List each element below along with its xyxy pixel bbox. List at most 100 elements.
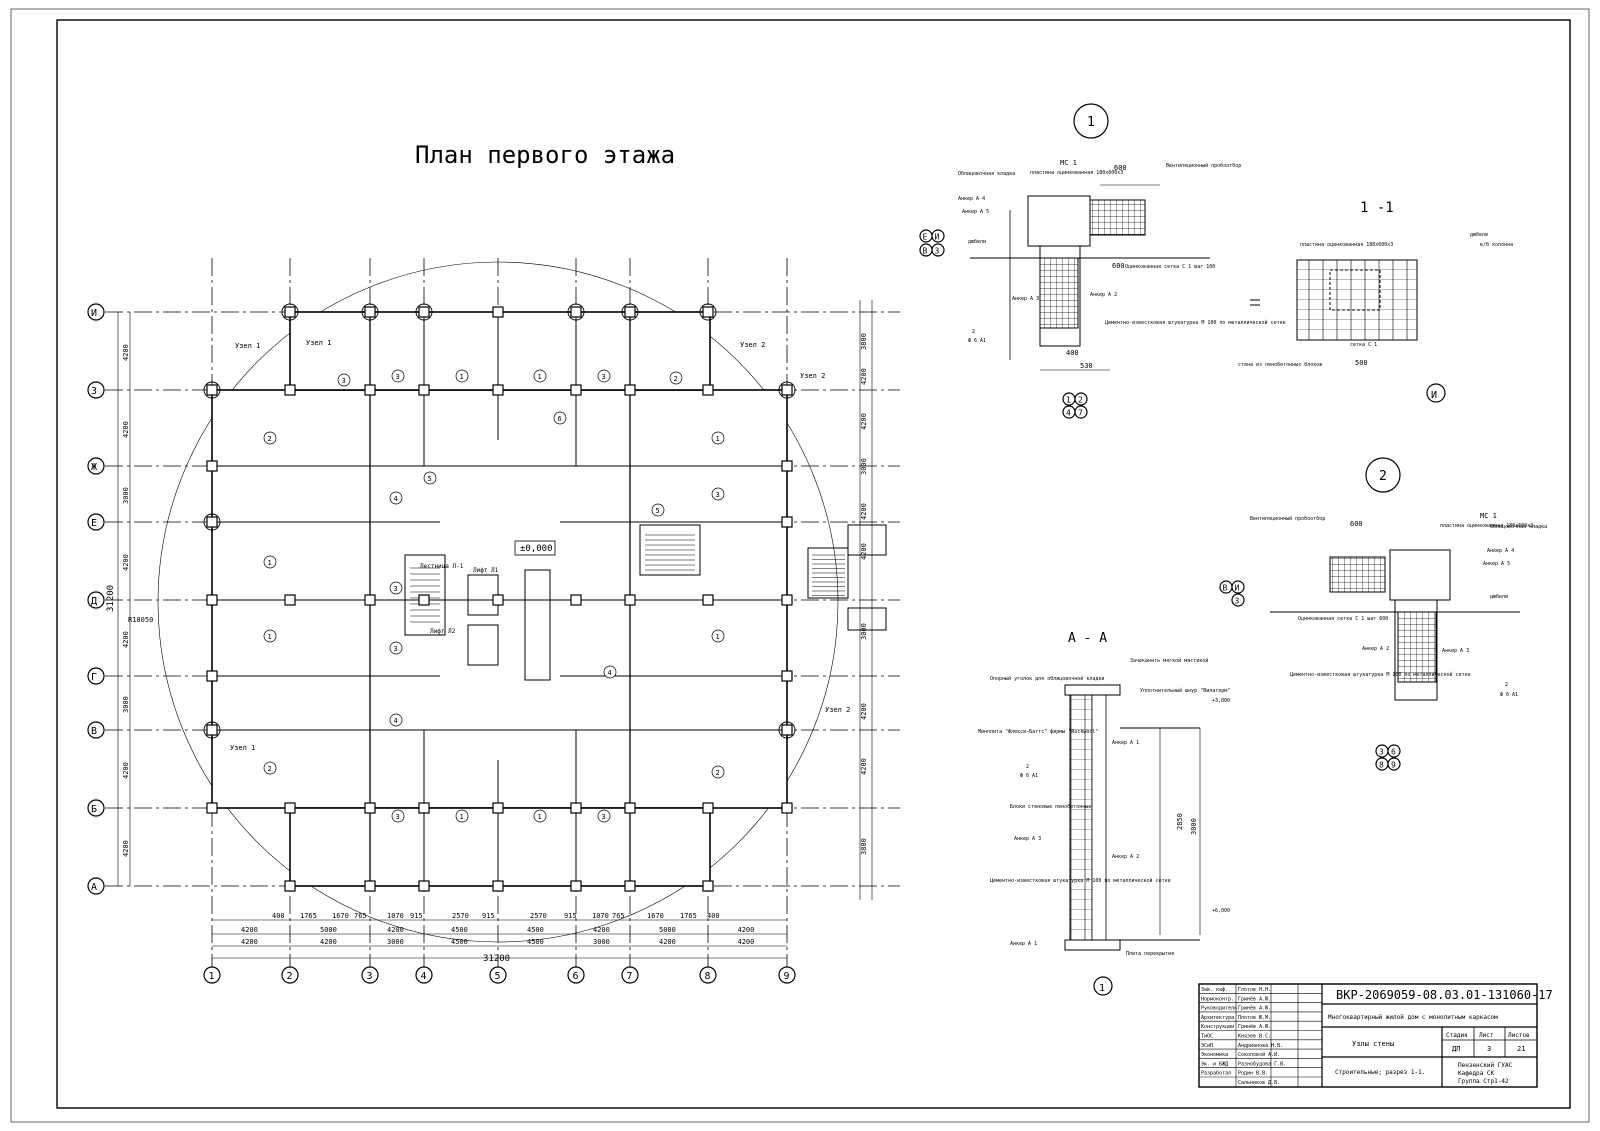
aa-rlabel-3: Анкер А 2: [1112, 854, 1139, 860]
d1-rlabel-2: Анкер А 2: [1090, 292, 1117, 298]
aa-rlabel-0: Зачеканить мягкой мастикой: [1130, 658, 1208, 664]
room-number-bubble: [533, 809, 547, 823]
room-number: 3: [396, 813, 400, 821]
node-label-1b: Узел 1: [306, 339, 331, 347]
col-axis-bubble: [281, 966, 299, 984]
column: [206, 460, 218, 472]
tb-sheets-h: Листов: [1508, 1032, 1530, 1039]
d1-label-2: Анкер А 5: [962, 209, 989, 215]
bottom-detail-dim: 765: [612, 912, 625, 920]
detail-2-number: 2: [1379, 469, 1387, 484]
bottom-detail-dim: 1070: [387, 912, 404, 920]
column: [624, 306, 636, 318]
d2-label-4: дюбели: [1490, 593, 1508, 600]
aa-rlabel-4: Плита перекрытия: [1126, 951, 1174, 957]
bottom-detail-dim: 1765: [680, 912, 697, 920]
room-number: 2: [674, 375, 678, 383]
room-number-bubble: [389, 581, 403, 595]
col-axis-label: 9: [784, 971, 790, 982]
col-axis-label: 8: [705, 971, 711, 982]
aa-dim-2850: 2850: [1176, 813, 1184, 830]
col-axis-label: 6: [573, 971, 579, 982]
column: [418, 594, 430, 606]
row-axis-bubble: [87, 667, 105, 685]
d1-rlabel-1: Оцинкованная сетка С 1 шаг 100: [1125, 264, 1215, 270]
row-axis-label: А: [91, 882, 97, 893]
room-number: 1: [268, 633, 272, 641]
bottom-dim: 4200: [659, 938, 676, 946]
aa-axis: 1: [1099, 983, 1105, 994]
tb-org-1: Кафедра СК: [1458, 1070, 1495, 1077]
room-number: 1: [538, 373, 542, 381]
room-number: 1: [460, 373, 464, 381]
detail-1-column-grid: [1039, 257, 1079, 329]
bottom-dim: 4200: [387, 926, 404, 934]
tb-sheets: 21: [1517, 1045, 1525, 1053]
column: [492, 802, 504, 814]
bottom-dim: 4500: [527, 926, 544, 934]
column: [570, 880, 582, 892]
node-marker: [699, 303, 717, 321]
bottom-detail-dim: 2570: [452, 912, 469, 920]
column: [206, 516, 218, 528]
d2-axis-bubble: [1231, 580, 1245, 594]
d2-bottom-axis-label: 8: [1379, 761, 1384, 770]
room-number: 5: [428, 475, 432, 483]
col-axis-label: 5: [495, 971, 501, 982]
column: [624, 880, 636, 892]
d1-dim-600: 600: [1114, 164, 1127, 172]
room-number: 1: [268, 559, 272, 567]
d1-label-0: Облицовочная кладка: [958, 170, 1015, 177]
room-number-bubble: [455, 369, 469, 383]
room-number: 2: [268, 435, 272, 443]
column: [284, 384, 296, 396]
room-number-bubble: [711, 431, 725, 445]
right-dim: 3800: [860, 838, 868, 855]
left-dim: 4200: [122, 421, 130, 438]
d2-label-5: Оцинкованная сетка С 1 шаг 600: [1298, 616, 1388, 622]
left-dim: 4200: [122, 344, 130, 361]
room-number-bubble: [651, 503, 665, 517]
d2-label-8: Цементно-известковая штукатурка М 100 по…: [1290, 672, 1471, 678]
tb-role: Эк. и БЖД: [1201, 1061, 1228, 1067]
room-number-bubble: [423, 471, 437, 485]
detail-1: 1 МС 1 пластина оцинкованная 180х600х3 О…: [919, 103, 1286, 419]
aa-label-2: 2: [1026, 764, 1029, 770]
aa-label-7: Анкер А 1: [1010, 941, 1037, 947]
d2-label-0: Облицовочная кладка: [1490, 523, 1547, 530]
tb-name: Князев В.С.: [1238, 1034, 1271, 1040]
d2-label-6: Анкер А 2: [1362, 646, 1389, 652]
column: [781, 594, 793, 606]
tb-role: ЭСиП: [1201, 1043, 1213, 1049]
right-dim: 4200: [860, 543, 868, 560]
row-axis-bubble: [87, 381, 105, 399]
tb-name: Соколовой А.И.: [1238, 1052, 1280, 1058]
room-number-bubble: [711, 629, 725, 643]
node-marker: [621, 303, 639, 321]
d1-bottom-axis-bubble: [1074, 392, 1088, 406]
bottom-dim: 4500: [451, 938, 468, 946]
section-1-1: 1 -1 пластина оцинкованная 180х600х3 дюб…: [1238, 200, 1513, 403]
room-number-bubble: [337, 373, 351, 387]
elevation-mark: ±0,000: [520, 544, 553, 554]
room-number-bubble: [263, 629, 277, 643]
node-marker: [778, 721, 796, 739]
right-dim: 3000: [860, 623, 868, 640]
d2-axis-label: В: [1223, 584, 1228, 593]
bottom-dim: 4500: [527, 938, 544, 946]
node-marker: [203, 721, 221, 739]
d2-axis-bubble: [1231, 593, 1245, 607]
column: [781, 384, 793, 396]
d1-axis-bubble: [931, 229, 945, 243]
detail-1-number: 1: [1087, 115, 1095, 130]
tb-name: Гринёв А.Ю.: [1238, 1006, 1271, 1012]
column: [781, 460, 793, 472]
detail-2-mc-desc: пластина оцинкованная 180х600х3: [1440, 523, 1533, 529]
column: [284, 802, 296, 814]
room-number: 2: [268, 765, 272, 773]
column: [284, 306, 296, 318]
row-axis-label: И: [91, 308, 97, 319]
room-number: 3: [394, 585, 398, 593]
